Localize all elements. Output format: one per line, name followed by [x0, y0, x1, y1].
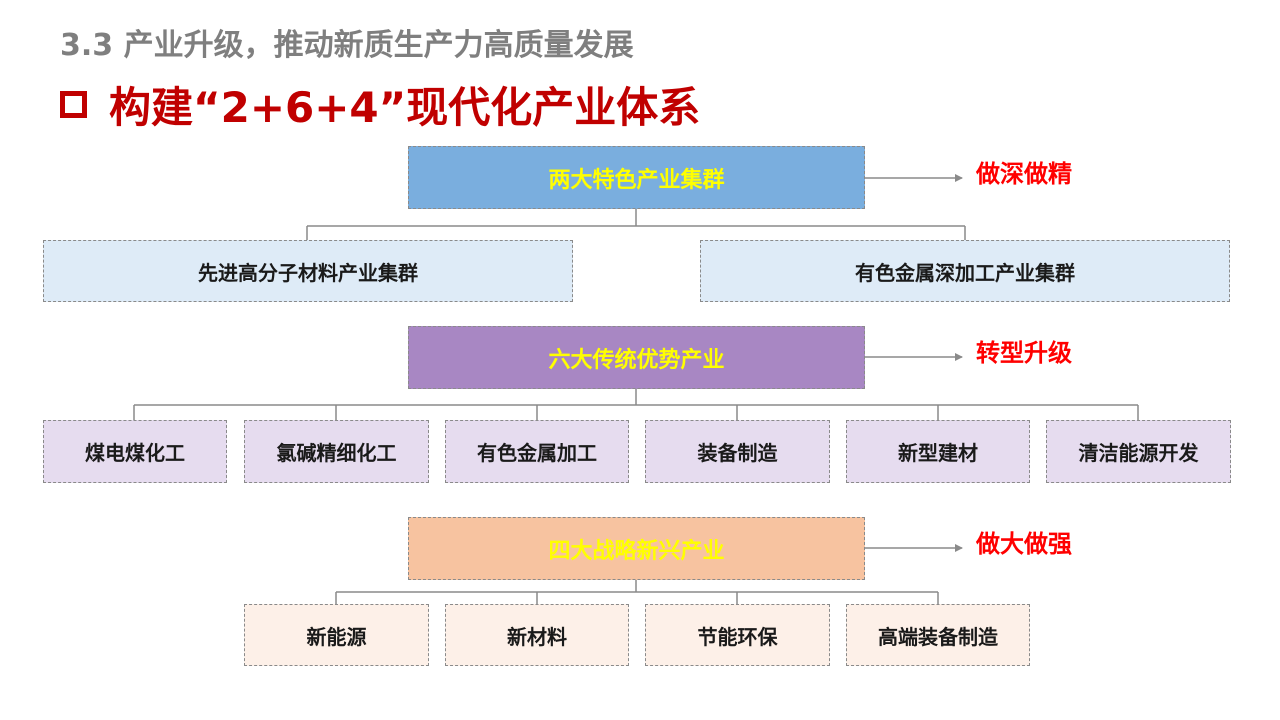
group-2-item: 装备制造: [645, 420, 830, 483]
group-1-item: 有色金属深加工产业集群: [700, 240, 1230, 302]
group-1-note: 做深做精: [976, 160, 1072, 188]
group-2-item: 有色金属加工: [445, 420, 629, 483]
group-1-connector: [306, 209, 966, 240]
group-2-note: 转型升级: [976, 339, 1072, 367]
group-3-item: 新能源: [244, 604, 429, 666]
group-2-head: 六大传统优势产业: [408, 326, 865, 389]
group-3-item: 新材料: [445, 604, 629, 666]
group-3-head: 四大战略新兴产业: [408, 517, 865, 580]
group-2-item: 煤电煤化工: [43, 420, 227, 483]
page-subtitle: 3.3 产业升级，推动新质生产力高质量发展: [60, 28, 634, 63]
group-2-item: 氯碱精细化工: [244, 420, 429, 483]
group-1-item: 先进高分子材料产业集群: [43, 240, 573, 302]
group-2-item: 清洁能源开发: [1046, 420, 1231, 483]
page-title-text: 构建“2+6+4”现代化产业体系: [109, 83, 701, 132]
group-3-item: 高端装备制造: [846, 604, 1030, 666]
group-2-item: 新型建材: [846, 420, 1030, 483]
group-3-connector: [335, 580, 939, 604]
group-3-item: 节能环保: [645, 604, 830, 666]
square-bullet-icon: [60, 91, 87, 118]
group-3-note: 做大做强: [976, 530, 1072, 558]
group-1-head: 两大特色产业集群: [408, 146, 865, 209]
group-2-connector: [133, 389, 1139, 420]
page-title: 构建“2+6+4”现代化产业体系: [60, 74, 700, 135]
